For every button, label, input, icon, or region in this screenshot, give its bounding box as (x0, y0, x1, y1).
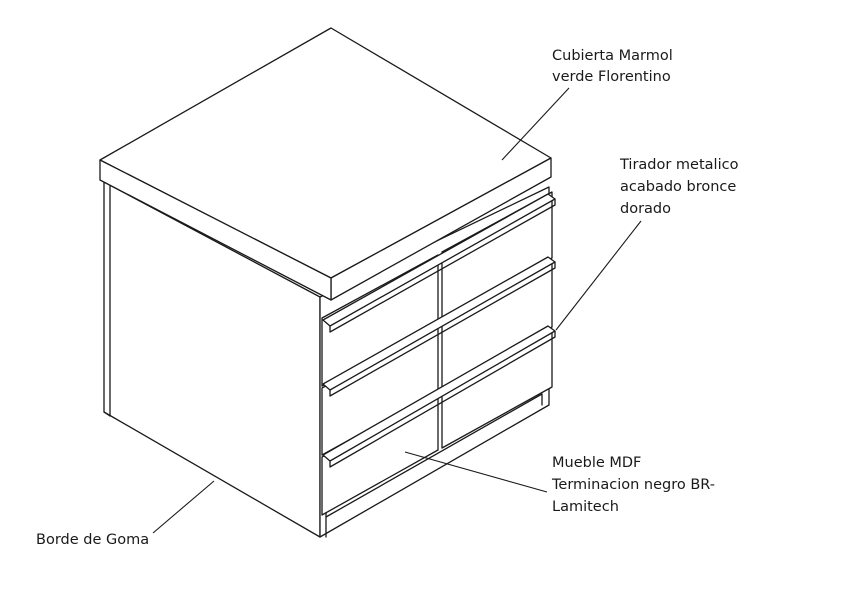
label-cubierta: Cubierta Marmol verde Florentino (552, 48, 677, 85)
cabinet-plinth (325, 393, 543, 518)
label-borde-line-1: Borde de Goma (36, 532, 149, 548)
leader-cubierta (501, 87, 570, 161)
label-tirador-line-3: dorado (620, 201, 671, 217)
leader-lines (152, 87, 642, 534)
label-tirador-line-1: Tirador metalico (619, 157, 739, 173)
label-mueble: Mueble MDF Terminacion negro BR- Lamitec… (551, 455, 720, 515)
label-cubierta-line-2: verde Florentino (552, 69, 671, 85)
leader-borde (152, 480, 215, 534)
leader-mueble (404, 451, 548, 493)
label-borde: Borde de Goma (36, 532, 149, 548)
label-tirador-line-2: acabado bronce (620, 179, 736, 195)
annotation-labels: Cubierta Marmol verde Florentino Tirador… (36, 48, 743, 548)
cabinet-drawing (99, 27, 556, 538)
handle-1-lip (329, 198, 556, 333)
label-mueble-line-2: Terminacion negro BR- (551, 477, 715, 493)
rubber-edge-strip-bottom (103, 411, 111, 417)
label-mueble-line-3: Lamitech (552, 499, 619, 515)
label-mueble-line-1: Mueble MDF (552, 455, 641, 471)
handle-2-lip (329, 261, 556, 397)
handle-3-lip (329, 330, 556, 468)
label-cubierta-line-1: Cubierta Marmol (552, 48, 673, 64)
label-tirador: Tirador metalico acabado bronce dorado (619, 157, 743, 217)
leader-tirador (555, 220, 642, 331)
marble-countertop-left-edge (99, 159, 332, 301)
